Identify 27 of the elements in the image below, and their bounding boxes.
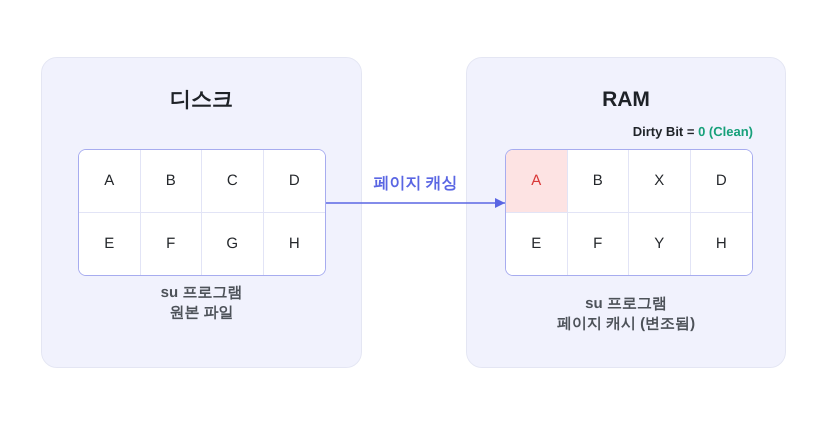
page-slot: F <box>140 212 202 275</box>
panel-caption: su 프로그램 원본 파일 <box>160 283 242 323</box>
panel <box>466 57 786 368</box>
panel <box>41 57 362 368</box>
panel-title: RAM <box>602 87 650 113</box>
page-slot: H <box>690 212 752 275</box>
page-slot: A <box>79 150 140 212</box>
page-slot: H <box>264 212 325 275</box>
page-slot: D <box>690 150 752 212</box>
edge-label: 페이지 캐싱 <box>372 174 459 194</box>
page-slot: C <box>202 150 264 212</box>
page-slot: E <box>79 212 140 275</box>
panel-title: 디스크 <box>170 87 233 113</box>
page-slot: G <box>202 212 264 275</box>
page-slot: D <box>264 150 325 212</box>
page-slot: Y <box>629 212 690 275</box>
page-slot: B <box>568 150 629 212</box>
page-grid <box>78 149 326 276</box>
panel-caption: su 프로그램 페이지 캐시 (변조됨) <box>556 294 696 334</box>
arrow <box>326 198 505 208</box>
page-grid <box>505 149 753 276</box>
page-slot: X <box>629 150 690 212</box>
page-slot: E <box>506 212 568 275</box>
page-slot: F <box>568 212 629 275</box>
page-slot: B <box>140 150 202 212</box>
highlighted-page-slot: A <box>506 150 568 212</box>
dirty-bit-label: Dirty Bit = 0 (Clean) <box>632 123 753 141</box>
